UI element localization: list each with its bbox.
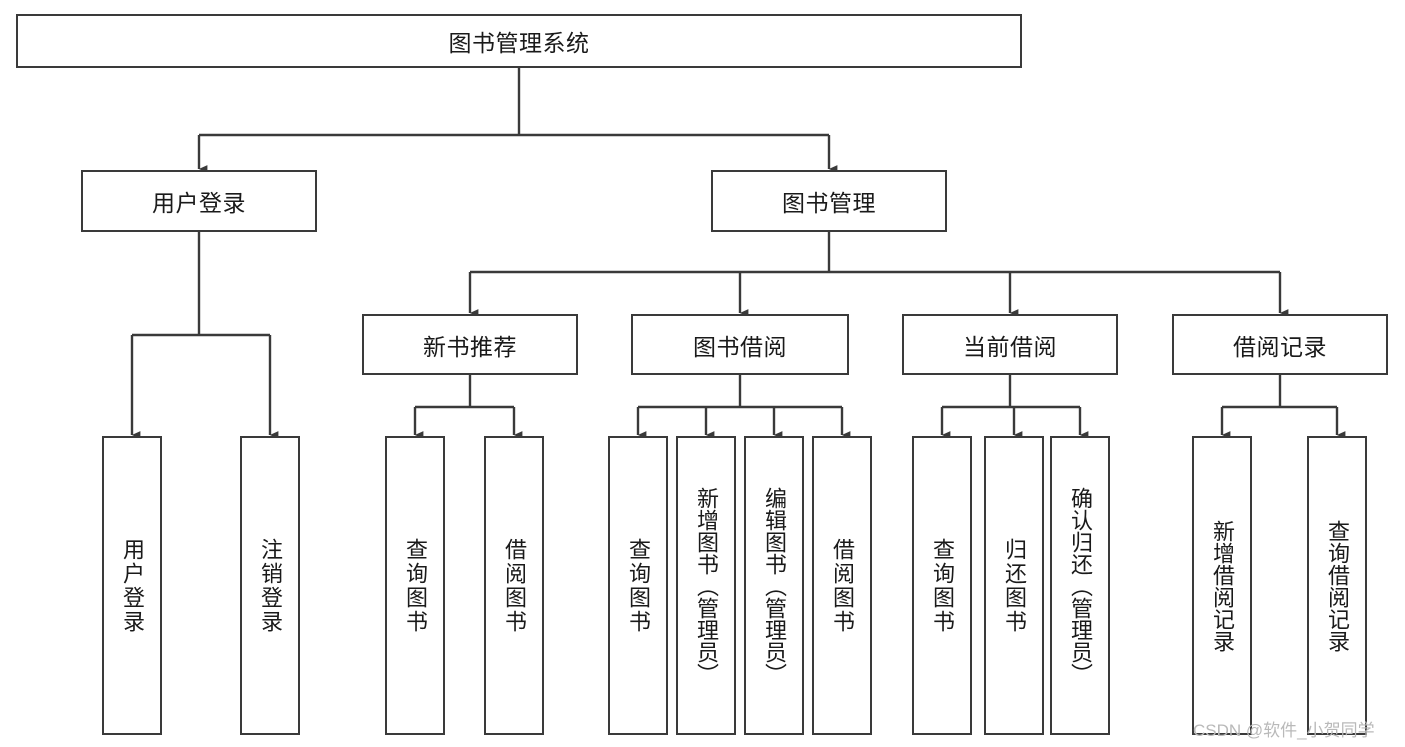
node-login[interactable]: 用户登录 [81, 170, 317, 232]
node-label: 新书推荐 [423, 333, 517, 360]
node-l-addrec[interactable]: 新增借阅记录 [1192, 436, 1252, 735]
node-label: 归还图书 [1002, 537, 1027, 634]
node-label: 图书管理 [782, 190, 876, 216]
node-label: 查询借阅记录 [1325, 519, 1350, 652]
node-label: 图书借阅 [693, 333, 787, 360]
node-l-logout[interactable]: 注销登录 [240, 436, 300, 735]
node-l-return[interactable]: 归还图书 [984, 436, 1044, 735]
node-label: 新增图书（管理员） [694, 486, 719, 685]
node-label: 查询图书 [930, 537, 955, 634]
node-label: 用户登录 [152, 190, 246, 216]
node-label: 查询图书 [626, 537, 651, 634]
node-label: 借阅图书 [502, 537, 527, 634]
node-label: 图书管理系统 [448, 30, 590, 56]
node-l-qbook1[interactable]: 查询图书 [385, 436, 445, 735]
node-label: 借阅记录 [1233, 333, 1327, 360]
edge-group [130, 68, 1346, 439]
node-l-qbook3[interactable]: 查询图书 [912, 436, 972, 735]
node-root[interactable]: 图书管理系统 [16, 14, 1022, 68]
node-l-addbook[interactable]: 新增图书（管理员） [676, 436, 736, 735]
node-label: 借阅图书 [830, 537, 855, 634]
node-current[interactable]: 当前借阅 [902, 314, 1118, 375]
node-borrow[interactable]: 图书借阅 [631, 314, 849, 375]
node-l-jbook2[interactable]: 借阅图书 [812, 436, 872, 735]
node-label: 新增借阅记录 [1210, 519, 1235, 652]
node-l-editbook[interactable]: 编辑图书（管理员） [744, 436, 804, 735]
node-l-confirm[interactable]: 确认归还（管理员） [1050, 436, 1110, 735]
node-label: 查询图书 [403, 537, 428, 634]
node-bookmgmt[interactable]: 图书管理 [711, 170, 947, 232]
node-records[interactable]: 借阅记录 [1172, 314, 1388, 375]
node-l-qbook2[interactable]: 查询图书 [608, 436, 668, 735]
node-label: 用户登录 [120, 537, 145, 634]
node-l-qrec[interactable]: 查询借阅记录 [1307, 436, 1367, 735]
node-l-jbook1[interactable]: 借阅图书 [484, 436, 544, 735]
node-label: 注销登录 [258, 537, 283, 634]
node-newbook[interactable]: 新书推荐 [362, 314, 578, 375]
node-label: 确认归还（管理员） [1068, 486, 1093, 685]
node-l-login[interactable]: 用户登录 [102, 436, 162, 735]
node-label: 编辑图书（管理员） [762, 486, 787, 685]
node-label: 当前借阅 [963, 333, 1057, 360]
